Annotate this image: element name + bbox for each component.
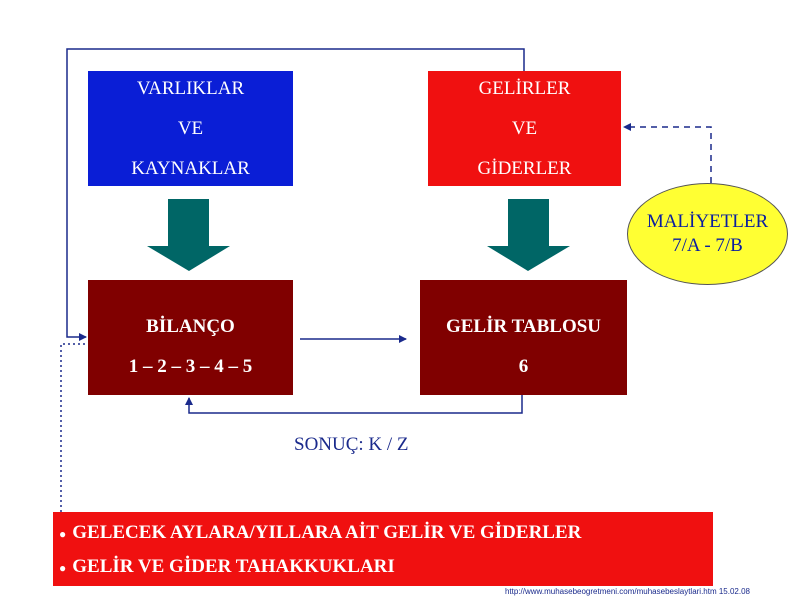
bilanco-title: BİLANÇO (146, 315, 235, 337)
varliklar-line-2: VE (177, 117, 204, 139)
varliklar-line-1: VARLIKLAR (136, 77, 245, 99)
maliyetler-ellipse: MALİYETLER 7/A - 7/B (627, 183, 788, 285)
bullets-box: ● GELECEK AYLARA/YILLARA AİT GELİR VE Gİ… (53, 512, 713, 586)
gelir-tablosu-box: GELİR TABLOSU 6 (420, 280, 627, 395)
down-arrow-left (147, 199, 230, 271)
maliyetler-title: MALİYETLER (646, 211, 769, 232)
varliklar-line-3: KAYNAKLAR (131, 157, 250, 179)
bilanco-accounts: 1 – 2 – 3 – 4 – 5 (128, 355, 253, 377)
bullet-text: GELİR VE GİDER TAHAKKUKLARI (72, 556, 395, 577)
sonuc-label: SONUÇ: K / Z (294, 434, 409, 455)
bullets-dotted-line (60, 343, 86, 512)
gelirler-giderler-box: GELİRLER VE GİDERLER (428, 71, 621, 186)
gelirler-line-3: GİDERLER (477, 157, 572, 179)
varliklar-kaynaklar-box: VARLIKLAR VE KAYNAKLAR (88, 71, 293, 186)
bullet-item: ● GELİR VE GİDER TAHAKKUKLARI (59, 550, 713, 584)
bullet-dot-icon: ● (59, 527, 67, 541)
bullet-item: ● GELECEK AYLARA/YILLARA AİT GELİR VE Gİ… (59, 516, 713, 550)
footer-url[interactable]: http://www.muhasebeogretmeni.com/muhaseb… (504, 587, 750, 596)
top-feedback-line (66, 48, 525, 341)
gelirler-line-1: GELİRLER (478, 77, 571, 99)
gelir-tablosu-account: 6 (518, 355, 529, 377)
bullet-dot-icon: ● (59, 561, 67, 575)
maliyetler-accounts: 7/A - 7/B (672, 235, 743, 256)
bullet-text: GELECEK AYLARA/YILLARA AİT GELİR VE GİDE… (72, 522, 582, 543)
result-return-line (185, 395, 523, 414)
down-arrow-right (487, 199, 570, 271)
gelir-tablosu-title: GELİR TABLOSU (445, 315, 602, 337)
maliyetler-dashed-arrow (623, 123, 712, 183)
bilanco-box: BİLANÇO 1 – 2 – 3 – 4 – 5 (88, 280, 293, 395)
gelirler-line-2: VE (511, 117, 538, 139)
